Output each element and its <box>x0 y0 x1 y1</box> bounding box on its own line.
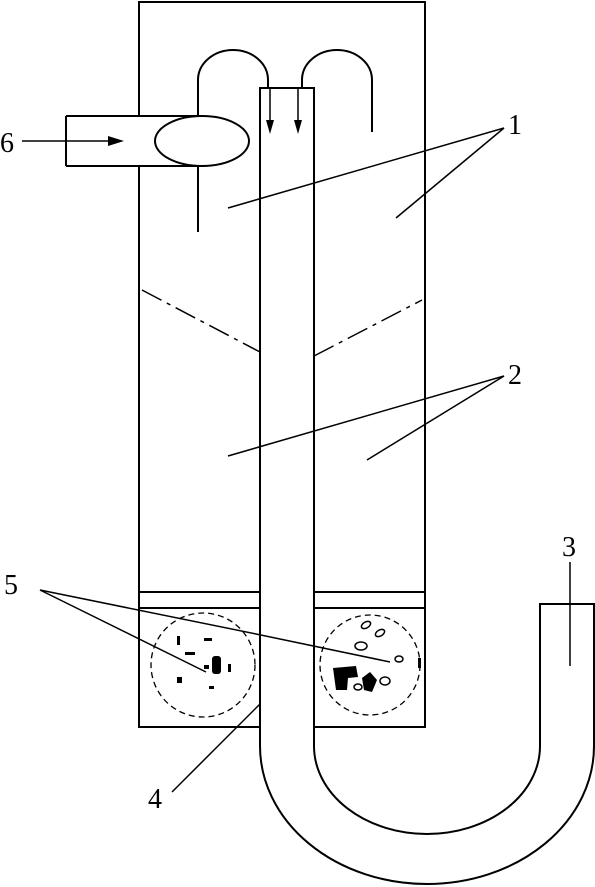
swirl-flow-right <box>301 49 373 132</box>
dip-leg-tube <box>259 87 595 885</box>
downflow-arrow-right <box>294 88 302 134</box>
inlet-flow-arrow <box>22 136 124 146</box>
label-2: 2 <box>508 360 522 391</box>
inlet-opening <box>154 115 250 167</box>
swirl-flow-left <box>197 49 269 232</box>
label-6: 6 <box>0 128 14 159</box>
downflow-arrow-left <box>266 88 274 134</box>
zone-boundary-right <box>313 299 423 357</box>
label-3: 3 <box>562 532 576 563</box>
label-1: 1 <box>508 110 522 141</box>
leader-lines <box>39 127 571 793</box>
label-4: 4 <box>148 784 162 815</box>
zone-boundary-left <box>141 289 261 353</box>
inlet-pipe <box>65 115 250 167</box>
dust-cluster-right <box>319 614 421 716</box>
label-5: 5 <box>4 570 18 601</box>
dust-cluster-left <box>150 612 256 718</box>
